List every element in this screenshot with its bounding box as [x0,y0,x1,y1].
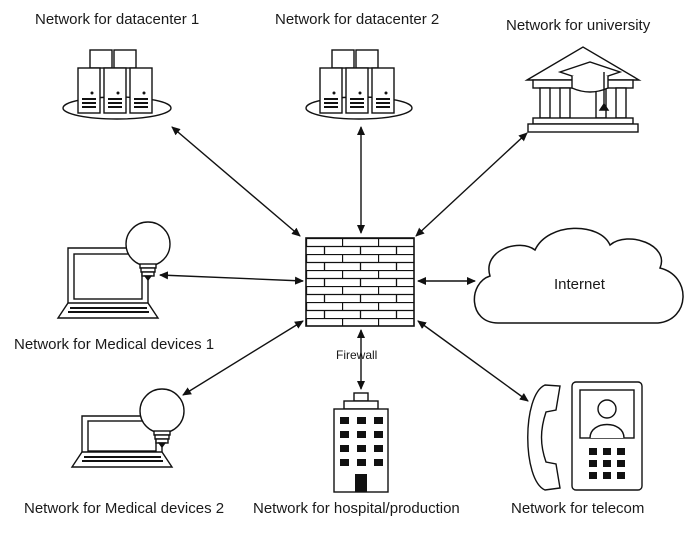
label-firewall: Firewall [336,348,378,362]
link-datacenter1 [171,126,301,237]
university-building-icon [524,46,642,133]
link-telecom [417,320,529,402]
server-rack-icon [305,49,413,120]
label-telecom: Network for telecom [511,500,645,517]
link-medical1 [159,271,304,285]
label-datacenter1: Network for datacenter 1 [35,11,200,28]
label-hospital: Network for hospital/production [253,500,460,517]
label-internet: Internet [554,276,605,293]
server-rack-icon [62,49,172,120]
label-medical2: Network for Medical devices 2 [24,500,225,517]
video-phone-icon [527,381,643,491]
office-building-icon [333,392,389,493]
cloud-icon [473,227,684,324]
link-university [415,132,528,237]
laptop-with-lightbulb-icon [56,221,171,319]
laptop-with-lightbulb-icon [70,388,185,468]
link-medical2 [182,320,304,396]
label-university: Network for university [506,17,651,34]
brick-wall-icon [305,237,415,327]
label-medical1: Network for Medical devices 1 [14,336,215,353]
connector-lines [159,126,529,402]
label-datacenter2: Network for datacenter 2 [275,11,440,28]
